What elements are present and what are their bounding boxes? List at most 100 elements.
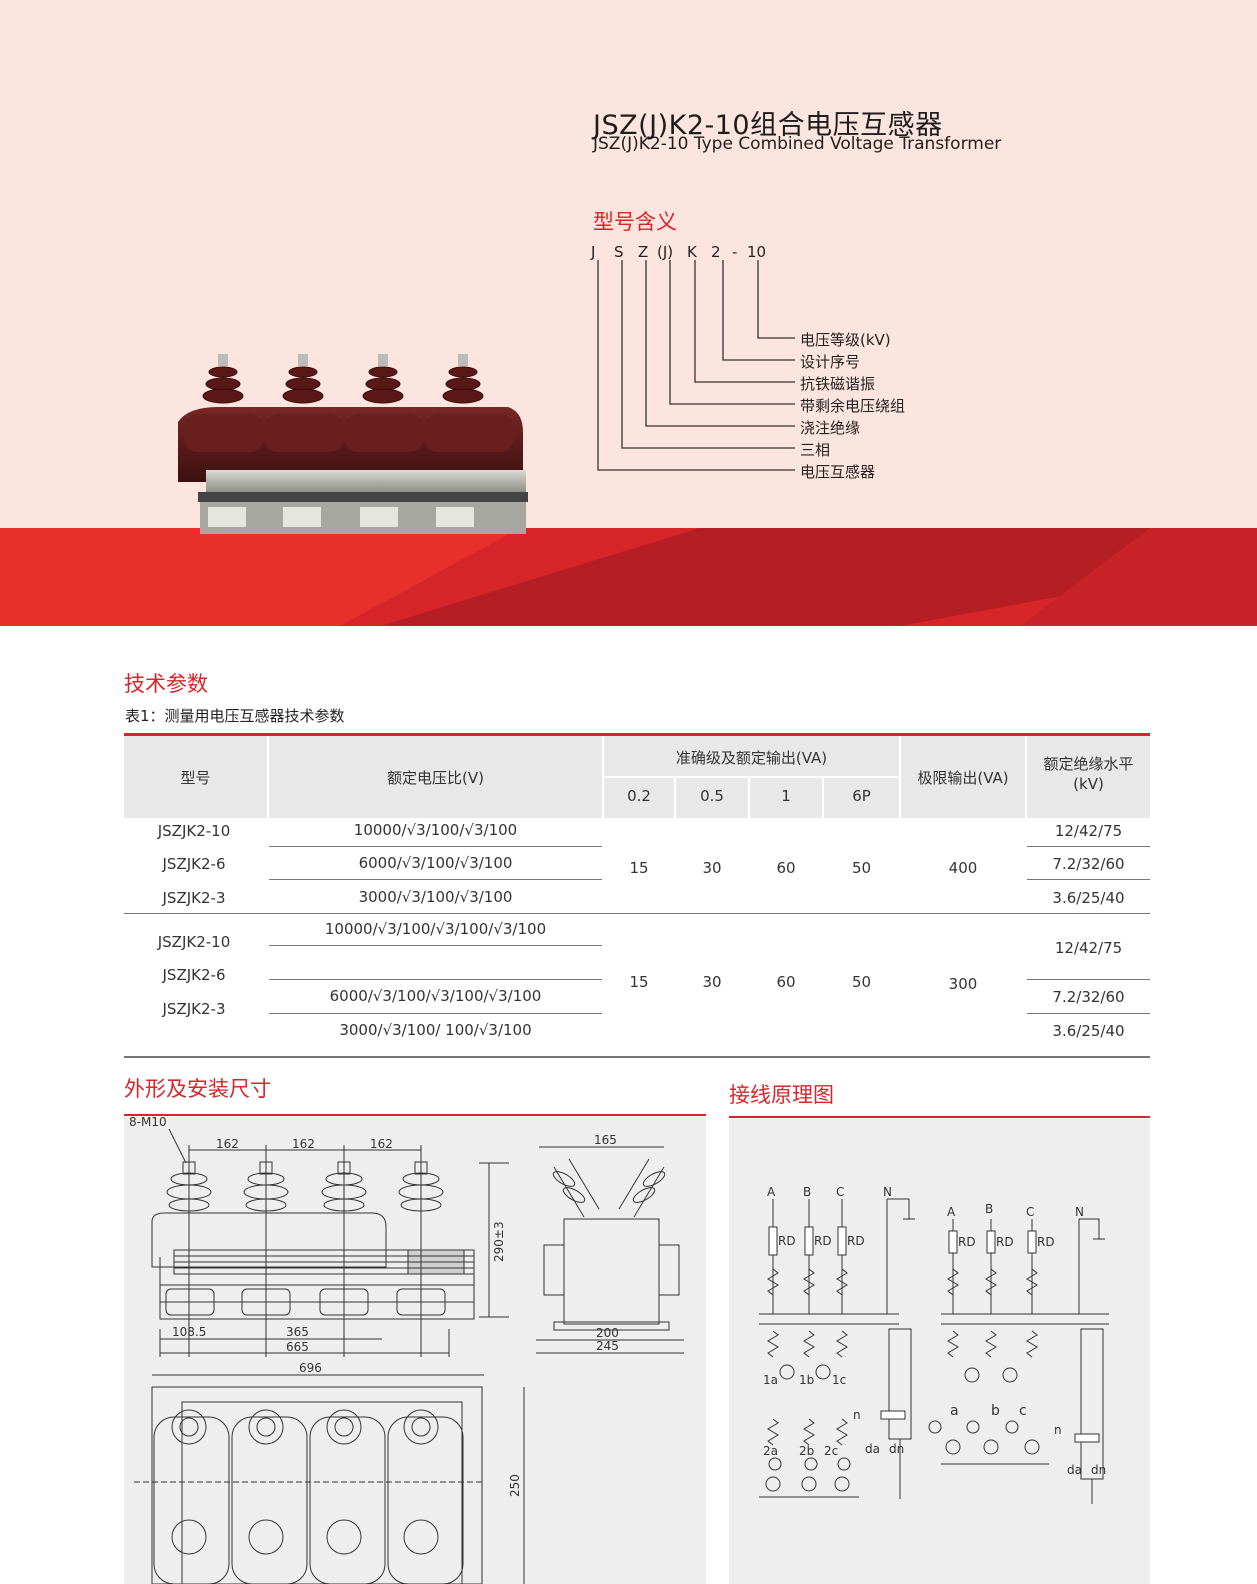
legend-item: 浇注绝缘 [800, 419, 861, 437]
header-cell [604, 778, 674, 818]
table-bottom-rule [124, 1056, 1150, 1058]
ratio-cell: 10000/√3/100/√3/100/√3/100 [324, 920, 547, 938]
insulation-cell: 7.2/32/60 [1052, 988, 1125, 1006]
dim-label: 696 [299, 1361, 322, 1375]
header-cell [269, 736, 602, 818]
wiring-rule [729, 1116, 1150, 1118]
header-cell [824, 778, 899, 818]
legend-item: 带剩余电压绕组 [800, 397, 906, 415]
model-legend-lines [597, 260, 795, 471]
legend-item: 电压等级(kV) [800, 331, 891, 349]
legend-item: 电压互感器 [800, 463, 876, 481]
rd-label: RD [847, 1234, 865, 1248]
output-cell: 30 [702, 859, 722, 877]
dim-label: 365 [286, 1325, 309, 1339]
code-char: Z [638, 243, 649, 261]
wiring-label: da [865, 1442, 880, 1456]
header-limit: 极限输出(VA) [917, 769, 1009, 787]
header-accuracy: 准确级及额定输出(VA) [675, 749, 828, 767]
insulation-cell: 3.6/25/40 [1052, 889, 1125, 907]
row-divider [1027, 1013, 1150, 1014]
wiring-label: a [950, 1403, 959, 1419]
row-divider [269, 945, 602, 946]
wiring-label: A [947, 1205, 956, 1219]
product-photo [178, 354, 528, 534]
wiring-label: 1c [832, 1373, 846, 1387]
header-cell [901, 736, 1025, 818]
header-insulation: 额定绝缘水平 [1043, 755, 1134, 773]
code-char: J [591, 243, 596, 261]
code-char: - [732, 243, 738, 261]
dim-label: 245 [596, 1339, 619, 1353]
model-cell: JSZJK2-6 [162, 855, 226, 873]
dims-drawing-panel: 8-M10 162 162 162 290±3 108.5 365 665 16… [124, 1117, 706, 1584]
dims-drawing: 8-M10 162 162 162 290±3 108.5 365 665 16… [129, 1117, 684, 1584]
wiring-diagram-panel: A B C N RD RD RD 1a 1b 1c 2a 2b 2c da dn… [729, 1119, 1150, 1584]
code-char: 2 [711, 243, 721, 261]
row-divider [269, 1013, 602, 1014]
wiring-label: C [1026, 1205, 1034, 1219]
wiring-label: N [883, 1185, 892, 1199]
output-cell: 50 [851, 973, 872, 991]
header-cell [124, 736, 267, 818]
dims-rule [124, 1114, 706, 1116]
header-model: 型号 [180, 769, 211, 787]
row-divider [269, 846, 602, 847]
output-cell: 15 [629, 859, 649, 877]
insulation-cell: 3.6/25/40 [1052, 1022, 1125, 1040]
header-insulation-unit: (kV) [1073, 775, 1104, 793]
group-divider [124, 913, 1150, 914]
wiring-label: dn [889, 1442, 904, 1456]
rd-label: RD [778, 1234, 796, 1248]
ratio-cell: 3000/√3/100/ 100/√3/100 [339, 1021, 532, 1039]
rd-label: RD [814, 1234, 832, 1248]
row-divider [1027, 979, 1150, 980]
model-cell: JSZJK2-3 [162, 889, 226, 907]
wiring-label: C [836, 1185, 844, 1199]
output-cell: 50 [851, 859, 872, 877]
dims-heading: 外形及安装尺寸 [124, 1077, 271, 1101]
wiring-label: c [1019, 1403, 1027, 1419]
red-band-graphic [0, 528, 1257, 626]
tech-heading: 技术参数 [124, 672, 208, 696]
header-class: 6P [852, 787, 871, 805]
code-char: 10 [747, 243, 767, 261]
wiring-label: B [985, 1202, 993, 1216]
dim-label: 162 [292, 1137, 315, 1151]
wiring-label: 2a [763, 1444, 778, 1458]
wiring-label: 1a [763, 1373, 778, 1387]
output-cell: 60 [776, 859, 796, 877]
model-cell: JSZJK2-10 [157, 933, 231, 951]
header-cell [604, 736, 899, 776]
limit-cell: 400 [948, 859, 978, 877]
dim-label: 162 [216, 1137, 239, 1151]
dim-label: 290±3 [492, 1221, 506, 1262]
wiring-diagram: A B C N RD RD RD 1a 1b 1c 2a 2b 2c da dn… [759, 1185, 1109, 1504]
page-title: JSZ(J)K2-10组合电压互感器 [593, 110, 943, 141]
header-class: 1 [781, 787, 791, 805]
insulation-cell: 12/42/75 [1054, 939, 1123, 957]
wiring-label: n [1054, 1423, 1062, 1437]
header-cell [750, 778, 822, 818]
row-divider [269, 879, 602, 880]
table-top-rule [124, 733, 1150, 736]
ratio-cell: 6000/√3/100/√3/100/√3/100 [329, 987, 542, 1005]
rd-label: RD [1037, 1235, 1055, 1249]
wiring-label: 2b [799, 1444, 814, 1458]
wiring-label: 2c [824, 1444, 838, 1458]
row-divider [269, 979, 602, 980]
header-class: 0.5 [700, 787, 724, 805]
dim-label: 8-M10 [129, 1117, 167, 1129]
wiring-label: N [1075, 1205, 1084, 1219]
insulation-cell: 7.2/32/60 [1052, 855, 1125, 873]
dim-label: 200 [596, 1326, 619, 1340]
ratio-cell: 3000/√3/100/√3/100 [358, 888, 513, 906]
wiring-label: A [767, 1185, 776, 1199]
header-ratio: 额定电压比(V) [387, 769, 484, 787]
page-subtitle: JSZ(J)K2-10 Type Combined Voltage Transf… [593, 134, 1002, 154]
hero-section: JSZ(J)K2-10组合电压互感器 JSZ(J)K2-10 Type Comb… [0, 0, 1257, 626]
code-char: (J) [657, 243, 674, 261]
limit-cell: 300 [948, 975, 978, 993]
code-char: K [687, 243, 697, 261]
model-meaning-heading: 型号含义 [593, 210, 677, 234]
